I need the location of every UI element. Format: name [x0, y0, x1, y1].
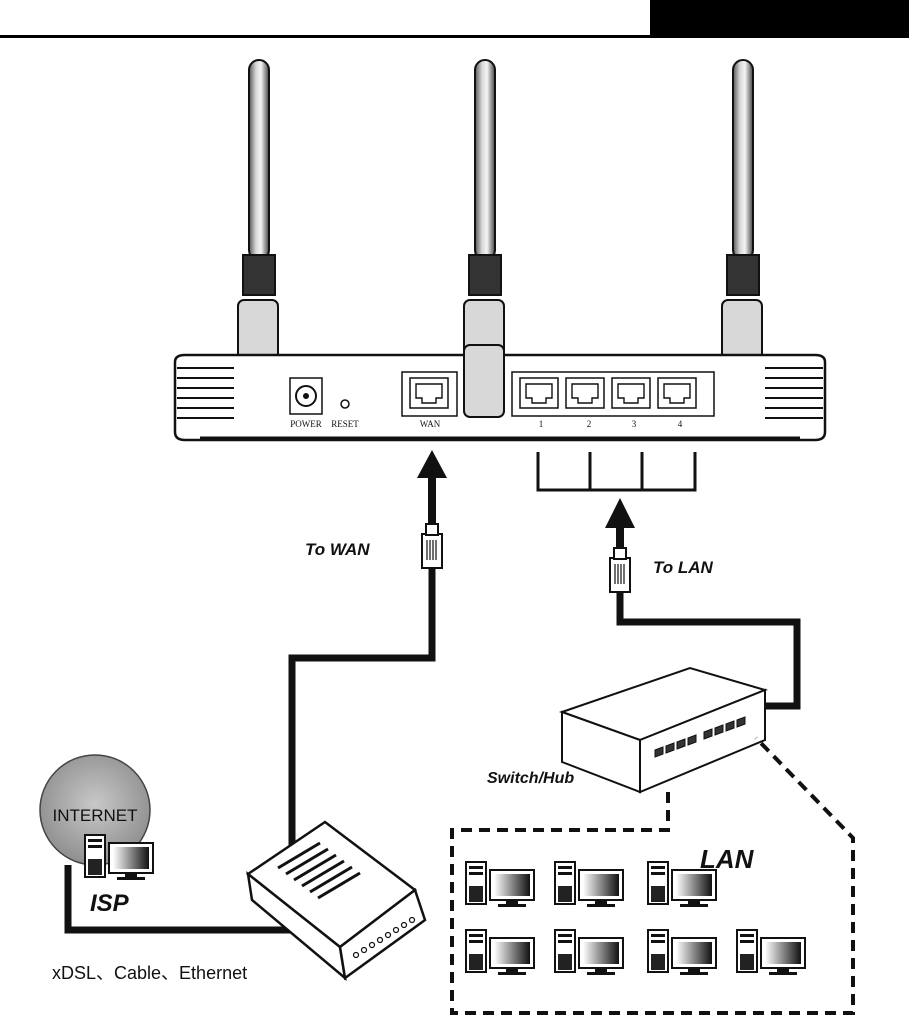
switch-icon — [562, 668, 765, 792]
to-wan-label: To WAN — [305, 540, 370, 559]
lan-bracket — [538, 452, 695, 490]
isp-label: ISP — [90, 890, 130, 917]
lan-computers — [466, 862, 805, 975]
computer-icon — [555, 862, 623, 907]
lan-port-3 — [612, 378, 650, 408]
to-lan-label: To LAN — [653, 558, 714, 577]
computer-icon — [466, 862, 534, 907]
wan-cable — [292, 450, 447, 845]
header-block — [650, 0, 909, 38]
lan-port-4 — [658, 378, 696, 408]
rj45-plug-icon — [422, 524, 442, 568]
power-label: POWER — [290, 419, 322, 429]
switch-hub-label: Switch/Hub — [487, 770, 574, 787]
lan-port-2 — [566, 378, 604, 408]
computer-icon — [737, 930, 805, 975]
lan-port-1 — [520, 378, 558, 408]
wan-port — [410, 378, 448, 408]
rj45-plug-icon — [610, 548, 630, 592]
lan-label-4: 4 — [678, 419, 683, 429]
computer-icon — [555, 930, 623, 975]
lan-label-3: 3 — [632, 419, 637, 429]
reset-label: RESET — [331, 419, 359, 429]
router: POWER RESET WAN 1 2 3 4 — [175, 345, 825, 440]
computer-icon — [648, 930, 716, 975]
lan-label-2: 2 — [587, 419, 592, 429]
wan-arrow-icon — [417, 450, 447, 478]
lan-arrow-icon — [605, 498, 635, 528]
lan-label-1: 1 — [539, 419, 544, 429]
computer-icon — [466, 930, 534, 975]
internet-label: INTERNET — [53, 806, 138, 825]
reset-button — [341, 400, 349, 408]
page-header — [0, 0, 909, 38]
modem-icon — [248, 822, 425, 978]
modem-types-label: xDSL、Cable、Ethernet — [52, 963, 247, 983]
wan-label: WAN — [420, 419, 441, 429]
